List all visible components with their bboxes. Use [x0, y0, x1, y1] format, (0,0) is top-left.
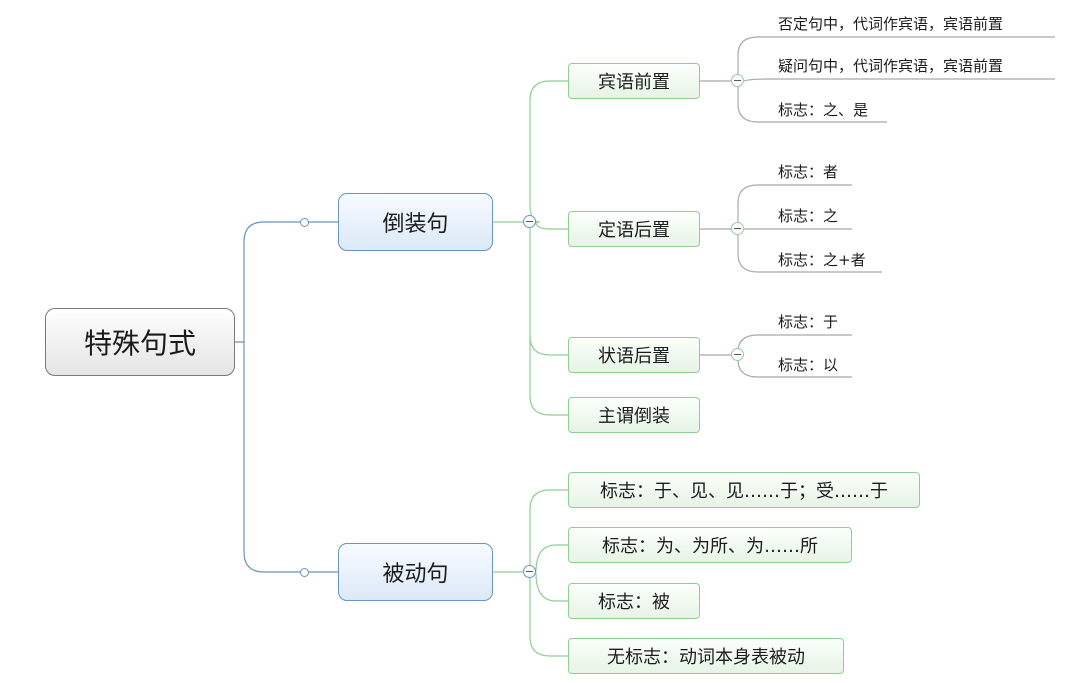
- leaf-label: 标志：者: [778, 163, 839, 181]
- subtopic-attributive-postposed[interactable]: 定语后置: [568, 211, 700, 247]
- link-inversion-object-preposed: [529, 80, 568, 223]
- link-passive-marker-3: [535, 572, 568, 602]
- link-passive-marker-1: [529, 489, 568, 566]
- subtopic-label: 标志：为、为所、为……所: [602, 536, 818, 557]
- topic-passive[interactable]: 被动句: [338, 543, 493, 601]
- leaf-line-object-2: [743, 78, 1055, 82]
- link-passive-marker-4: [529, 578, 568, 657]
- subtopic-adverbial-postposed[interactable]: 状语后置: [568, 337, 700, 373]
- leaf-topic[interactable]: 标志：之: [778, 206, 838, 226]
- subtopic-passive-marker-3[interactable]: 标志：被: [568, 583, 700, 619]
- collapse-toggle-icon[interactable]: [731, 74, 744, 87]
- leaf-line-adverbial-1: [737, 334, 852, 353]
- subtopic-label: 宾语前置: [598, 72, 670, 93]
- leaf-label: 否定句中，代词作宾语，宾语前置: [778, 15, 1004, 33]
- leaf-topic[interactable]: 标志：者: [778, 162, 838, 182]
- subtopic-label: 状语后置: [598, 346, 670, 367]
- topic-label: 倒装句: [382, 212, 449, 237]
- subtopic-label: 无标志：动词本身表被动: [607, 647, 805, 668]
- connector-dot: [300, 568, 309, 577]
- subtopic-object-preposed[interactable]: 宾语前置: [568, 63, 700, 99]
- link-root-inversion: [235, 221, 338, 343]
- collapse-toggle-icon[interactable]: [523, 565, 536, 578]
- leaf-line-object-3: [737, 87, 887, 123]
- collapse-toggle-icon[interactable]: [523, 215, 536, 228]
- root-topic[interactable]: 特殊句式: [45, 308, 235, 376]
- root-topic-label: 特殊句式: [83, 327, 196, 360]
- leaf-topic[interactable]: 疑问句中，代词作宾语，宾语前置: [778, 56, 1003, 76]
- leaf-topic[interactable]: 标志：之、是: [778, 100, 868, 120]
- leaf-label: 标志：之+者: [778, 251, 866, 269]
- subtopic-passive-marker-4[interactable]: 无标志：动词本身表被动: [568, 638, 844, 674]
- subtopic-label: 标志：被: [598, 592, 670, 613]
- link-root-passive: [243, 342, 338, 573]
- subtopic-label: 主谓倒装: [598, 406, 670, 427]
- collapse-toggle-icon[interactable]: [731, 348, 744, 361]
- collapse-toggle-icon[interactable]: [731, 222, 744, 235]
- leaf-label: 标志：于: [778, 313, 839, 331]
- link-inversion-adverbial-postposed: [529, 228, 568, 356]
- leaf-topic[interactable]: 标志：于: [778, 312, 838, 332]
- connector-dot: [300, 218, 309, 227]
- link-inversion-attributive-postposed: [535, 221, 568, 230]
- subtopic-passive-marker-1[interactable]: 标志：于、见、见……于；受……于: [568, 472, 920, 508]
- link-inversion-subject-predicate: [529, 336, 568, 416]
- leaf-line-attributive-3: [737, 235, 882, 273]
- subtopic-label: 定语后置: [598, 220, 670, 241]
- leaf-label: 疑问句中，代词作宾语，宾语前置: [778, 57, 1004, 75]
- leaf-label: 标志：之、是: [778, 101, 869, 119]
- subtopic-label: 标志：于、见、见……于；受……于: [600, 481, 888, 502]
- leaf-topic[interactable]: 否定句中，代词作宾语，宾语前置: [778, 14, 1003, 34]
- leaf-topic[interactable]: 标志：之+者: [778, 250, 866, 270]
- leaf-line-object-1: [737, 36, 1055, 75]
- leaf-topic[interactable]: 标志：以: [778, 355, 838, 375]
- leaf-label: 标志：以: [778, 356, 839, 374]
- subtopic-subject-predicate-inversion[interactable]: 主谓倒装: [568, 397, 700, 433]
- link-passive-marker-2: [535, 544, 568, 573]
- leaf-line-attributive-1: [737, 184, 852, 223]
- leaf-label: 标志：之: [778, 207, 839, 225]
- topic-label: 被动句: [382, 562, 449, 587]
- subtopic-passive-marker-2[interactable]: 标志：为、为所、为……所: [568, 527, 852, 563]
- topic-inversion[interactable]: 倒装句: [338, 193, 493, 251]
